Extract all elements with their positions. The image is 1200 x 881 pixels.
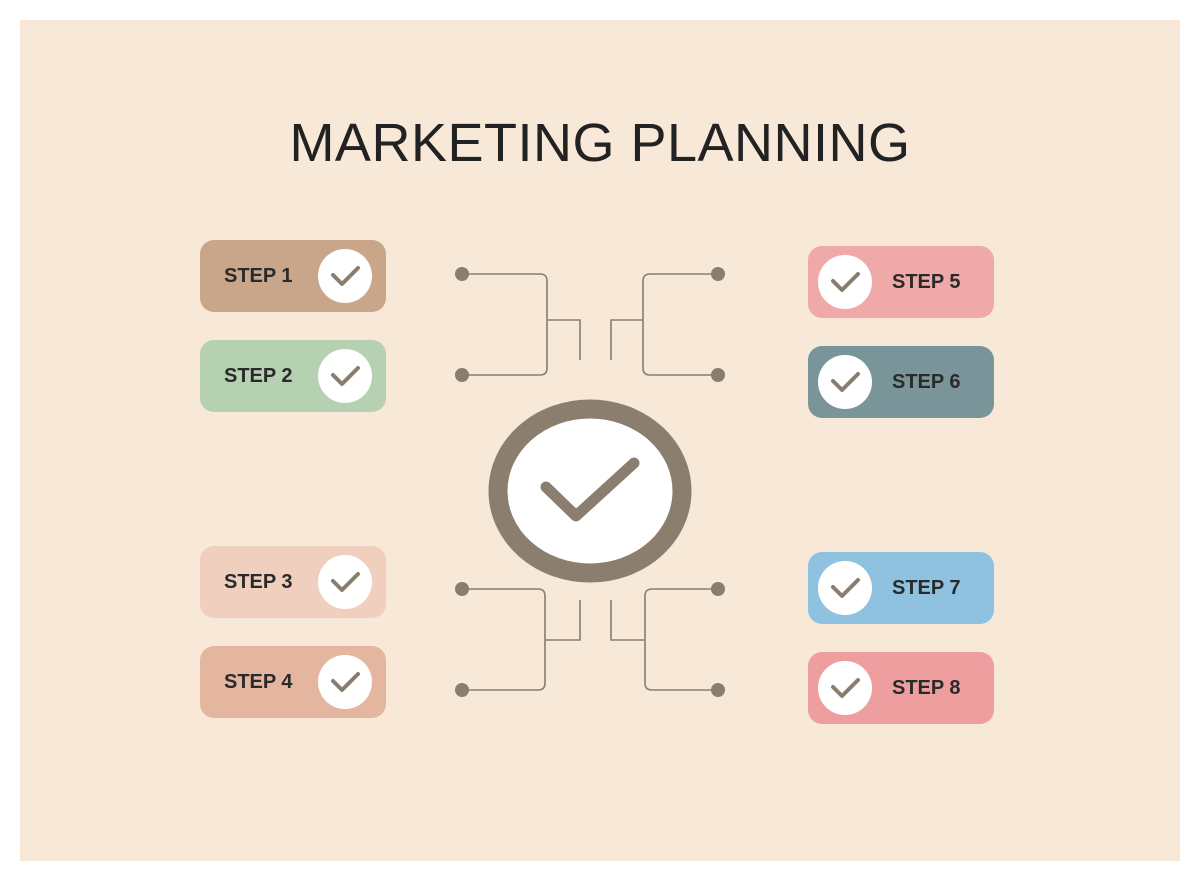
step-2-badge: STEP 2	[200, 340, 386, 412]
step-label: STEP 3	[224, 546, 293, 618]
connector-dot	[711, 582, 725, 596]
step-label: STEP 1	[224, 240, 293, 312]
connector-dot	[711, 368, 725, 382]
connector-dot	[455, 368, 469, 382]
step-6-badge: STEP 6	[808, 346, 994, 418]
check-icon	[818, 661, 872, 715]
check-icon	[318, 555, 372, 609]
step-label: STEP 6	[892, 346, 961, 418]
step-label: STEP 4	[224, 646, 293, 718]
connector-top-right-stub	[611, 320, 643, 360]
step-7-badge: STEP 7	[808, 552, 994, 624]
connector-top-left	[462, 274, 547, 375]
connector-bottom-right-stub	[611, 600, 645, 640]
connector-dot	[711, 683, 725, 697]
connector-dot	[455, 683, 469, 697]
step-5-badge: STEP 5	[808, 246, 994, 318]
step-8-badge: STEP 8	[808, 652, 994, 724]
step-3-badge: STEP 3	[200, 546, 386, 618]
connector-top-right	[643, 274, 718, 375]
step-label: STEP 2	[224, 340, 293, 412]
connector-top-left-stub	[547, 320, 580, 360]
hub-check-icon	[498, 409, 682, 573]
step-label: STEP 8	[892, 652, 961, 724]
check-icon	[318, 249, 372, 303]
check-icon	[318, 349, 372, 403]
step-label: STEP 7	[892, 552, 961, 624]
connector-dot	[711, 267, 725, 281]
check-icon	[818, 561, 872, 615]
step-1-badge: STEP 1	[200, 240, 386, 312]
connector-dot	[455, 582, 469, 596]
check-icon	[318, 655, 372, 709]
connector-dot	[455, 267, 469, 281]
check-icon	[818, 355, 872, 409]
connector-bottom-left	[462, 589, 545, 690]
step-4-badge: STEP 4	[200, 646, 386, 718]
check-icon	[818, 255, 872, 309]
connector-bottom-right	[645, 589, 718, 690]
connector-bottom-left-stub	[545, 600, 580, 640]
step-label: STEP 5	[892, 246, 961, 318]
